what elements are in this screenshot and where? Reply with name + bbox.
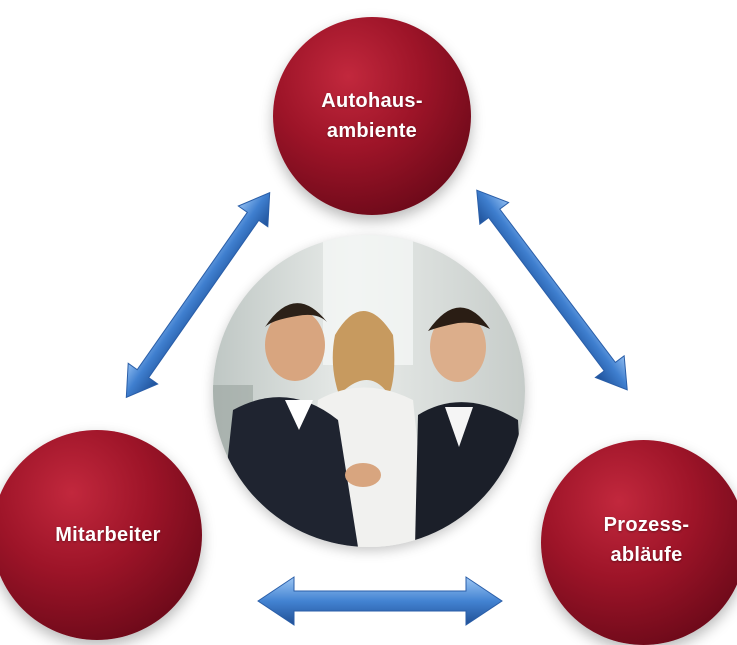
people-meeting-photo — [213, 235, 525, 547]
node-mitarbeiter: Mitarbeiter — [0, 430, 202, 640]
arrow-left-right — [257, 576, 503, 626]
node-autohaus-ambiente: Autohaus- ambiente — [273, 17, 471, 215]
arrows-layer — [125, 189, 628, 626]
arrow-top-right — [476, 189, 628, 391]
node-mitarbeiter-label: Mitarbeiter — [55, 524, 161, 546]
triangle-diagram: Autohaus- ambiente Mitarbeiter Prozess- … — [0, 17, 737, 645]
arrow-left-top — [125, 191, 271, 399]
node-autohaus-ambiente-label: Autohaus- ambiente — [321, 90, 423, 142]
node-prozessablaeufe-label: Prozess- abläufe — [603, 513, 690, 566]
node-prozessablaeufe: Prozess- abläufe — [541, 440, 737, 645]
